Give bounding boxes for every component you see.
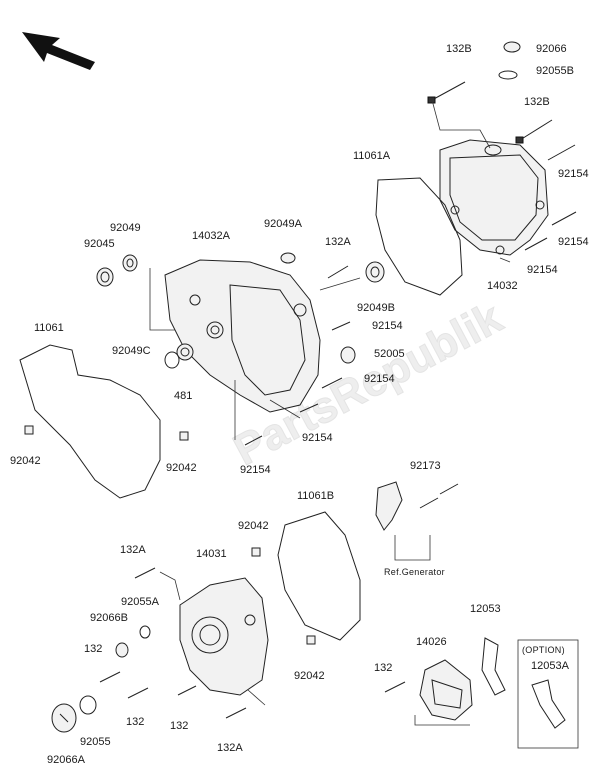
plug-92066	[498, 41, 521, 80]
label-92154-r3: 92154	[527, 264, 558, 276]
label-14031: 14031	[196, 548, 227, 560]
bolts-92154-right	[524, 144, 577, 251]
label-92066B: 92066B	[90, 612, 128, 624]
label-92066: 92066	[536, 43, 567, 55]
label-92049A: 92049A	[264, 218, 302, 230]
label-92173: 92173	[410, 460, 441, 472]
label-132A-bot: 132A	[217, 742, 243, 754]
oring-92055A	[139, 625, 151, 639]
label-132B-top: 132B	[446, 43, 472, 55]
label-14032A: 14032A	[192, 230, 230, 242]
cover-14031	[179, 577, 269, 696]
label-92154-m3: 92154	[302, 432, 333, 444]
label-12053A: 12053A	[531, 660, 569, 672]
oring-481	[164, 351, 180, 369]
label-92154-r1: 92154	[558, 168, 589, 180]
label-92042-mid: 92042	[166, 462, 197, 474]
label-11061: 11061	[34, 322, 64, 334]
option-box	[517, 639, 579, 749]
direction-arrow-icon	[22, 32, 95, 70]
plug-92066B	[115, 642, 129, 658]
label-92045: 92045	[84, 238, 115, 250]
oring-52005	[340, 346, 356, 364]
label-92154-m1: 92154	[372, 320, 403, 332]
label-11061B: 11061B	[297, 490, 335, 502]
label-14026: 14026	[416, 636, 447, 648]
bracket-12053	[481, 637, 506, 696]
clutch-cover-14032	[439, 139, 549, 256]
label-11061A: 11061A	[353, 150, 391, 162]
label-132-c: 132	[126, 716, 145, 728]
label-132-a: 132	[84, 643, 103, 655]
label-481: 481	[174, 390, 193, 402]
label-132B-right: 132B	[524, 96, 550, 108]
dowel-92042-left	[24, 425, 189, 441]
bolts-lower	[99, 567, 406, 719]
label-ref-generator: Ref.Generator	[384, 567, 445, 577]
label-92154-m2: 92154	[364, 373, 395, 385]
label-92154-m4: 92154	[240, 464, 271, 476]
label-92154-r2: 92154	[558, 236, 589, 248]
label-option: (OPTION)	[522, 645, 565, 655]
gasket-11061B	[277, 511, 361, 641]
label-92049C: 92049C	[112, 345, 151, 357]
bearing-92045	[96, 267, 114, 287]
label-92042-left: 92042	[10, 455, 41, 467]
seal-92049	[122, 254, 138, 272]
label-92055A: 92055A	[121, 596, 159, 608]
label-132-d: 132	[170, 720, 189, 732]
gasket-11061	[19, 344, 161, 499]
label-132A-low: 132A	[120, 544, 146, 556]
label-92055B: 92055B	[536, 65, 574, 77]
oring-92055	[79, 695, 97, 715]
label-14032: 14032	[487, 280, 518, 292]
seal-92049B	[365, 261, 385, 283]
label-52005: 52005	[374, 348, 405, 360]
bolts-middle	[244, 265, 351, 446]
gasket-11061A	[375, 177, 463, 296]
label-132A-mid: 132A	[325, 236, 351, 248]
label-92042-bot: 92042	[294, 670, 325, 682]
plug-92066A	[51, 703, 77, 733]
label-92055: 92055	[80, 736, 111, 748]
generator-part	[375, 481, 459, 531]
seal-92049C	[176, 343, 194, 361]
dowels-92042	[251, 547, 316, 645]
label-92066A: 92066A	[47, 754, 85, 766]
seal-92049A	[280, 252, 296, 264]
label-92042-low: 92042	[238, 520, 269, 532]
label-92049B: 92049B	[357, 302, 395, 314]
bolts-132B	[427, 81, 553, 144]
label-92049: 92049	[110, 222, 141, 234]
guard-14026	[419, 659, 473, 721]
bracket-12053A	[531, 679, 566, 729]
label-132-b: 132	[374, 662, 393, 674]
label-12053: 12053	[470, 603, 501, 615]
